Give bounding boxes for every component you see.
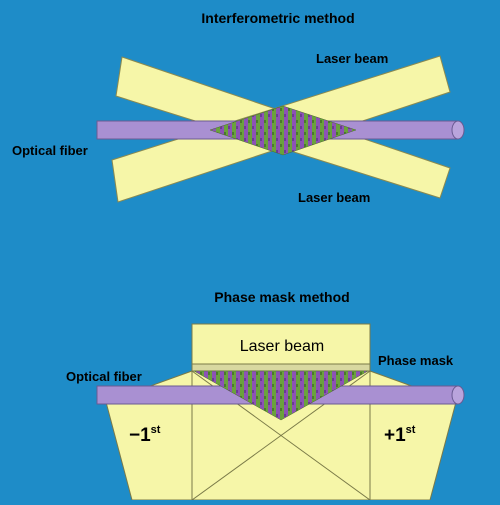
phase-mask-diagram: Phase mask method Laser beam Optical fib… (66, 289, 465, 501)
interference-fringes (209, 105, 357, 156)
optical-fiber-label-bottom: Optical fiber (66, 369, 142, 384)
laser-beam-box-label: Laser beam (240, 338, 325, 355)
phase-mask (191, 363, 371, 372)
plus-first-order-value: +1 (384, 425, 406, 446)
phase-mask-title: Phase mask method (214, 289, 349, 305)
plus-first-order-label: +1st (384, 424, 416, 446)
fiber-end-cap-bottom (451, 385, 465, 405)
optical-fiber-label-top: Optical fiber (12, 143, 88, 158)
minus-first-order-label: −1st (129, 424, 161, 446)
laser-beam-upper-label: Laser beam (316, 51, 388, 66)
minus-first-order-sup: st (151, 424, 161, 436)
interferometric-title: Interferometric method (201, 10, 354, 26)
phase-mask-label: Phase mask (378, 353, 454, 368)
laser-beam-lower-label: Laser beam (298, 190, 370, 205)
fiber-end-cap (451, 120, 465, 140)
plus-first-order-sup: st (406, 424, 416, 436)
phase-mask-fringes (193, 370, 369, 421)
interferometric-diagram: Interferometric method Laser beam Optica… (12, 10, 465, 205)
minus-first-order-value: −1 (129, 425, 151, 446)
